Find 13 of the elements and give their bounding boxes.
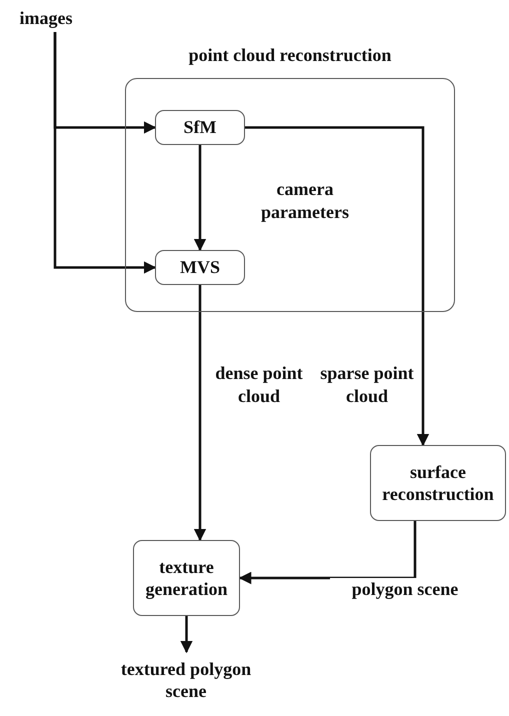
process-box: texture generation bbox=[133, 540, 240, 616]
group-heading: point cloud reconstruction bbox=[188, 44, 392, 66]
process-box: surface reconstruction bbox=[370, 445, 506, 521]
node-text: textured polygon scene bbox=[110, 652, 262, 708]
node-text: images bbox=[6, 4, 86, 32]
arrow bbox=[54, 32, 156, 274]
arrow bbox=[238, 521, 416, 584]
process-box: SfM bbox=[155, 110, 245, 145]
process-box: MVS bbox=[155, 250, 245, 285]
arrow bbox=[245, 126, 430, 446]
arrow bbox=[194, 285, 206, 542]
arrow bbox=[180, 616, 193, 654]
arrow bbox=[194, 145, 206, 252]
